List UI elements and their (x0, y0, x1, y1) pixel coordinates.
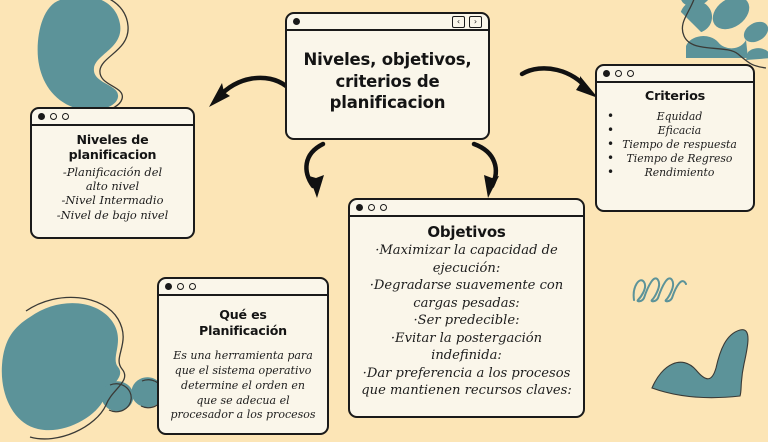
window-body: Niveles, objetivos, criterios de planifi… (287, 31, 488, 138)
window-body: Objetivos ·Maximizar la capacidad de eje… (350, 217, 583, 416)
title-line-2: criterios de (335, 71, 440, 91)
list-item: • Tiempo de Regreso (607, 152, 743, 166)
list-item-label: Tiempo de Regreso (626, 152, 733, 166)
window-body: Niveles de planificacion -Planificación … (32, 126, 193, 237)
blob-top-left (37, 0, 129, 113)
nav-buttons: ‹ › (452, 15, 482, 28)
window-dot-maximize-icon[interactable] (62, 113, 69, 120)
squiggle-loops-icon (632, 277, 687, 303)
bullet-icon: • (607, 137, 615, 152)
que-es-heading-line-2: Planificación (199, 322, 287, 338)
main-title-window[interactable]: ‹ › Niveles, objetivos, criterios de pla… (285, 12, 490, 140)
que-es-planificacion-window[interactable]: Qué es Planificación Es una herramienta … (157, 277, 329, 435)
que-es-body: Es una herramienta para que el sistema o… (169, 349, 317, 423)
titlebar (32, 109, 193, 126)
list-item: ·Evitar la postergación indefinida: (390, 330, 543, 364)
objetivos-heading: Objetivos (427, 223, 506, 241)
list-item: alto nivel (85, 179, 140, 194)
list-item-label: Equidad (656, 110, 703, 124)
blob-bottom-left (1, 296, 164, 440)
que-es-heading: Qué es Planificación (169, 307, 317, 338)
criterios-window[interactable]: Criterios • Equidad • Eficacia • Tiempo … (595, 64, 755, 212)
wave-blob-bottom-right (651, 329, 749, 399)
window-dot-minimize-icon[interactable] (368, 204, 375, 211)
window-dot-close-icon[interactable] (38, 113, 45, 120)
list-item: • Tiempo de respuesta (607, 138, 743, 152)
page-title: Niveles, objetivos, criterios de planifi… (297, 49, 478, 113)
list-item: • Equidad (607, 110, 743, 124)
titlebar (597, 66, 753, 83)
niveles-heading: Niveles de planificacion (42, 132, 183, 163)
list-item: • Eficacia (607, 124, 743, 138)
list-item-label: Eficacia (657, 124, 702, 138)
list-item-label: Tiempo de respuesta (622, 138, 737, 152)
window-dot-minimize-icon[interactable] (50, 113, 57, 120)
titlebar (159, 279, 327, 296)
bullet-icon: • (607, 151, 615, 166)
que-es-paragraph: Es una herramienta para que el sistema o… (170, 349, 316, 422)
window-body: Qué es Planificación Es una herramienta … (159, 296, 327, 433)
window-body: Criterios • Equidad • Eficacia • Tiempo … (597, 83, 753, 210)
list-item: • Rendimiento (607, 166, 743, 180)
list-item: ·Degradarse suavemente con cargas pesada… (369, 278, 564, 311)
arrow-main-to-objetivos (471, 141, 499, 198)
window-dot-maximize-icon[interactable] (380, 204, 387, 211)
niveles-heading-line-1: Niveles de (76, 132, 149, 147)
window-dot-close-icon[interactable] (165, 283, 172, 290)
window-dot-minimize-icon[interactable] (177, 283, 184, 290)
objetivos-list: ·Maximizar la capacidad de ejecución: ·D… (360, 242, 573, 400)
leaves-top-right (680, 0, 768, 69)
niveles-list: -Planificación del alto nivel -Nivel Int… (42, 165, 183, 222)
bullet-icon: • (607, 109, 615, 124)
window-dot-minimize-icon[interactable] (615, 70, 622, 77)
window-dot-close-icon[interactable] (603, 70, 610, 77)
title-line-3: planificacion (329, 93, 446, 113)
list-item: ·Maximizar la capacidad de ejecución: (375, 243, 558, 276)
titlebar (350, 200, 583, 217)
title-line-1: Niveles, objetivos, (303, 50, 472, 70)
list-item: -Planificación del (62, 164, 163, 179)
list-item: -Nivel de bajo nivel (56, 207, 169, 222)
objetivos-window[interactable]: Objetivos ·Maximizar la capacidad de eje… (348, 198, 585, 418)
niveles-window[interactable]: Niveles de planificacion -Planificación … (30, 107, 195, 239)
bullet-icon: • (607, 123, 615, 138)
niveles-heading-line-2: planificacion (68, 147, 157, 163)
list-item-label: Rendimiento (644, 166, 715, 180)
arrow-main-to-que-es (304, 141, 326, 198)
bullet-icon: • (607, 165, 615, 180)
list-item: ·Dar preferencia a los procesos que mant… (361, 365, 572, 399)
window-dot-close-icon[interactable] (293, 18, 300, 25)
arrow-main-to-niveles (209, 75, 289, 107)
window-dot-close-icon[interactable] (356, 204, 363, 211)
que-es-heading-line-1: Qué es (219, 307, 267, 322)
titlebar: ‹ › (287, 14, 488, 31)
criterios-heading: Criterios (644, 89, 706, 104)
nav-next-button[interactable]: › (469, 15, 482, 28)
window-dot-maximize-icon[interactable] (189, 283, 196, 290)
nav-prev-button[interactable]: ‹ (452, 15, 465, 28)
window-dot-maximize-icon[interactable] (627, 70, 634, 77)
criterios-list: • Equidad • Eficacia • Tiempo de respues… (607, 110, 743, 180)
list-item: ·Ser predecible: (413, 313, 520, 329)
list-item: -Nivel Intermadio (61, 193, 164, 208)
